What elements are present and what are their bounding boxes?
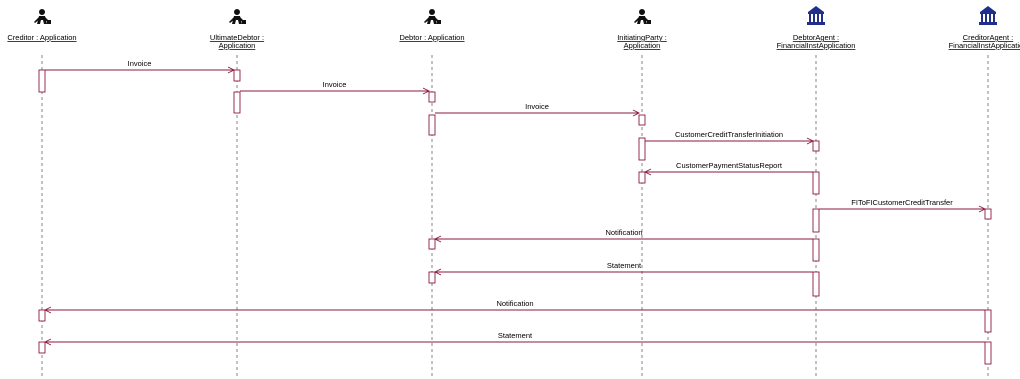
- debtor-agent-bank-icon: [807, 6, 825, 25]
- activation-box: [428, 114, 436, 136]
- activation-box: [428, 271, 436, 284]
- message-arrow: [43, 306, 985, 314]
- creditor-agent-bank-icon: [979, 6, 997, 25]
- message-arrow: [433, 268, 813, 276]
- message-label: Notification: [605, 228, 642, 237]
- message-arrow: [645, 137, 815, 145]
- participant-label-ultimate-debtor: UltimateDebtor :: [210, 33, 264, 42]
- participant-label-debtor-agent: DebtorAgent :: [793, 33, 839, 42]
- message-arrow: [43, 338, 985, 346]
- message-arrow: [45, 66, 236, 74]
- activation-box: [428, 91, 436, 103]
- activation-box: [233, 69, 241, 82]
- activation-box: [38, 341, 46, 354]
- message-arrow: [819, 205, 987, 213]
- activation-box: [38, 309, 46, 322]
- message-arrow: [433, 235, 813, 243]
- activation-box: [812, 238, 820, 262]
- activation-box: [984, 341, 992, 365]
- participant-label-ultimate-debtor: Application: [219, 41, 256, 50]
- activation-box: [984, 309, 992, 333]
- activation-box: [428, 238, 436, 250]
- participant-label-creditor-agent: CreditorAgent :: [963, 33, 1013, 42]
- message-label: Statement: [498, 331, 533, 340]
- activation-box: [233, 91, 241, 114]
- message-label: Notification: [496, 299, 533, 308]
- message-arrow: [240, 87, 431, 95]
- message-label: Invoice: [323, 80, 347, 89]
- message-label: CustomerCreditTransferInitiation: [675, 130, 783, 139]
- participant-label-debtor: Debtor : Application: [399, 33, 464, 42]
- ultimate-debtor-person-icon: [229, 9, 246, 24]
- message-label: CustomerPaymentStatusReport: [676, 161, 783, 170]
- debtor-person-icon: [424, 9, 441, 24]
- activation-box: [984, 208, 992, 220]
- activation-box: [38, 69, 46, 93]
- participant-label-creditor-agent: FinancialInstApplication: [949, 41, 1020, 50]
- message-label: Invoice: [128, 59, 152, 68]
- message-arrow: [435, 109, 641, 117]
- activation-box: [812, 140, 820, 152]
- activation-box: [638, 137, 646, 161]
- message-label: Invoice: [525, 102, 549, 111]
- initiating-party-person-icon: [634, 9, 651, 24]
- message-label: Statement: [607, 261, 642, 270]
- participant-label-initiating-party: Application: [624, 41, 661, 50]
- activation-box: [638, 171, 646, 184]
- activation-box: [812, 171, 820, 195]
- activation-box: [638, 114, 646, 126]
- activation-box: [812, 208, 820, 233]
- creditor-person-icon: [34, 9, 51, 24]
- message-arrow: [643, 168, 813, 176]
- activation-box: [812, 271, 820, 297]
- participant-label-initiating-party: InitiatingParty :: [617, 33, 667, 42]
- participant-label-debtor-agent: FinancialInstApplication: [777, 41, 856, 50]
- message-label: FIToFICustomerCreditTransfer: [851, 198, 953, 207]
- participant-label-creditor: Creditor : Application: [7, 33, 76, 42]
